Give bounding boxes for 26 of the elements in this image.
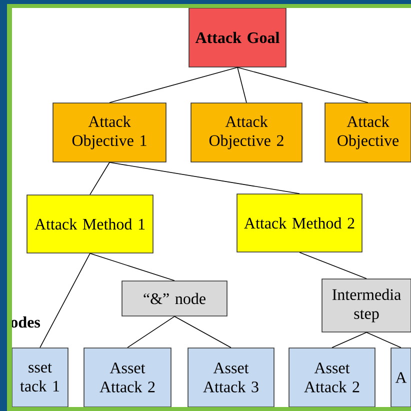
connector-line <box>90 253 175 281</box>
connector-line <box>40 253 90 348</box>
connector-line <box>174 316 232 348</box>
objective-box: Attack Objective 2 <box>190 102 302 162</box>
objective-box: Attack Objective 1 <box>52 102 166 162</box>
asset-attack-box: Asset Attack 2 <box>288 348 376 407</box>
connector-line <box>237 67 368 103</box>
method-box: Attack Method 2 <box>236 194 362 252</box>
connector-line <box>127 316 175 348</box>
asset-attack-box: Asset Attack 2 <box>84 348 172 407</box>
asset-attack-box: A <box>390 348 411 407</box>
connector-line <box>109 162 300 194</box>
connector-line <box>332 332 367 348</box>
method-box: Attack Method 1 <box>26 194 154 254</box>
asset-attack-box: Asset Attack 3 <box>188 348 274 407</box>
connector-line <box>109 67 238 103</box>
goal-box: Attack Goal <box>188 8 286 68</box>
and-node-box: “&” node <box>122 280 228 316</box>
connector-line <box>90 162 110 195</box>
connector-line <box>237 67 247 103</box>
asset-attack-box: sset tack 1 <box>12 348 68 407</box>
legend-text: odes <box>10 316 40 328</box>
connector-line <box>299 252 367 279</box>
connector-line <box>366 332 402 348</box>
objective-box: Attack Objective <box>324 102 411 162</box>
step-box: Intermedia step <box>322 278 411 332</box>
